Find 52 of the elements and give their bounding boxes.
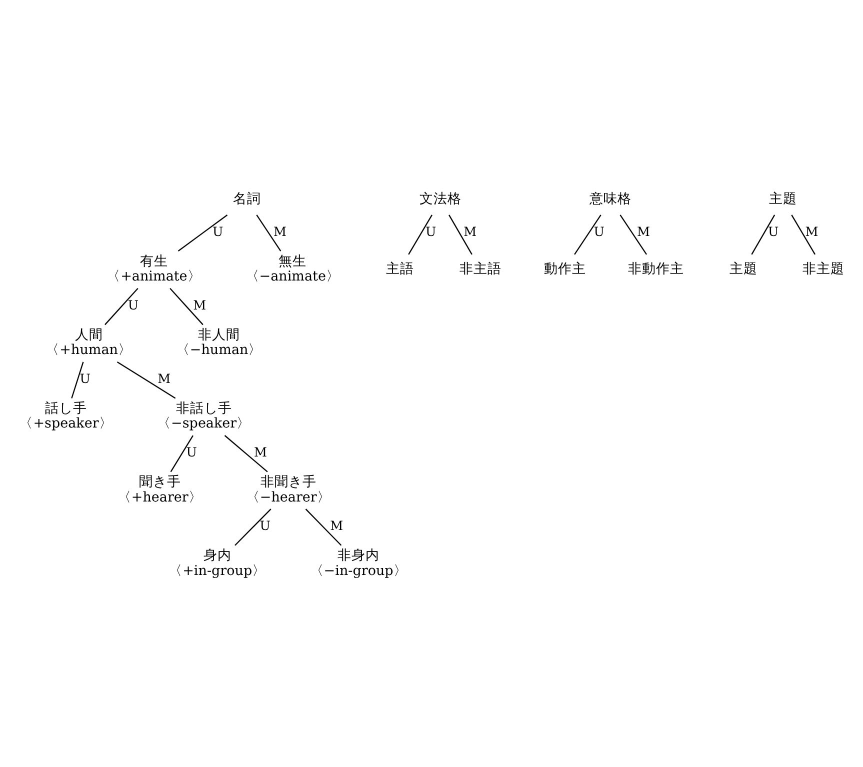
node-text: 有生 〈+animate〉	[106, 253, 202, 285]
node-text: 主題	[729, 260, 758, 277]
connector	[574, 214, 602, 255]
edge-label: U	[212, 224, 224, 239]
connector	[751, 214, 776, 255]
node-text: 文法格	[420, 190, 462, 207]
connector	[71, 362, 84, 398]
connector	[620, 214, 648, 255]
edge-label: M	[805, 224, 818, 239]
node-text: 非動作主	[628, 260, 684, 277]
edge-label: U	[128, 298, 139, 313]
node-text: 非主語	[459, 260, 502, 277]
connector	[170, 435, 194, 472]
connector	[408, 214, 432, 255]
node-text: 非身内 〈−in-group〉	[310, 548, 408, 579]
connector	[234, 508, 272, 546]
edge-label: U	[186, 444, 197, 460]
node-text: 動作主	[544, 260, 586, 277]
edge-label: U	[80, 371, 90, 386]
node-text: 意味格	[590, 190, 632, 207]
node-text: 身内 〈+in-group〉	[168, 548, 266, 579]
edge-label: M	[193, 298, 206, 313]
edge-label: M	[158, 371, 171, 386]
connector	[170, 288, 204, 326]
node-text: 人間 〈+human〉	[46, 326, 132, 358]
node-text: 非人間 〈−human〉	[176, 326, 262, 358]
node-text: 聞き手 〈+hearer〉	[117, 474, 202, 506]
node-text: 主語	[386, 260, 414, 277]
edge-label: U	[768, 224, 779, 239]
node-text: 非主題	[802, 260, 845, 277]
connector	[178, 214, 228, 252]
node-text: 非聞き手 〈−hearer〉	[246, 474, 331, 506]
connector	[116, 361, 176, 399]
edge-label: M	[273, 224, 286, 239]
connector	[256, 214, 282, 252]
node-text: 無生 〈−animate〉	[245, 253, 340, 285]
edge-label: U	[260, 518, 270, 534]
connector	[224, 435, 268, 472]
connector	[305, 508, 342, 546]
edge-label: U	[594, 224, 604, 239]
edge-label: M	[637, 224, 650, 239]
connector	[791, 214, 816, 255]
edge-label: M	[330, 518, 344, 534]
node-text: 非話し手 〈−speaker〉	[157, 400, 251, 432]
connector	[104, 288, 138, 326]
connector	[448, 214, 472, 255]
node-text: 話し手 〈+speaker〉	[19, 400, 113, 432]
edge-label: M	[464, 224, 477, 239]
edge-label: M	[254, 444, 267, 460]
node-text: 名詞	[232, 190, 261, 207]
node-text: 主題	[769, 190, 798, 207]
edge-label: U	[426, 224, 436, 239]
